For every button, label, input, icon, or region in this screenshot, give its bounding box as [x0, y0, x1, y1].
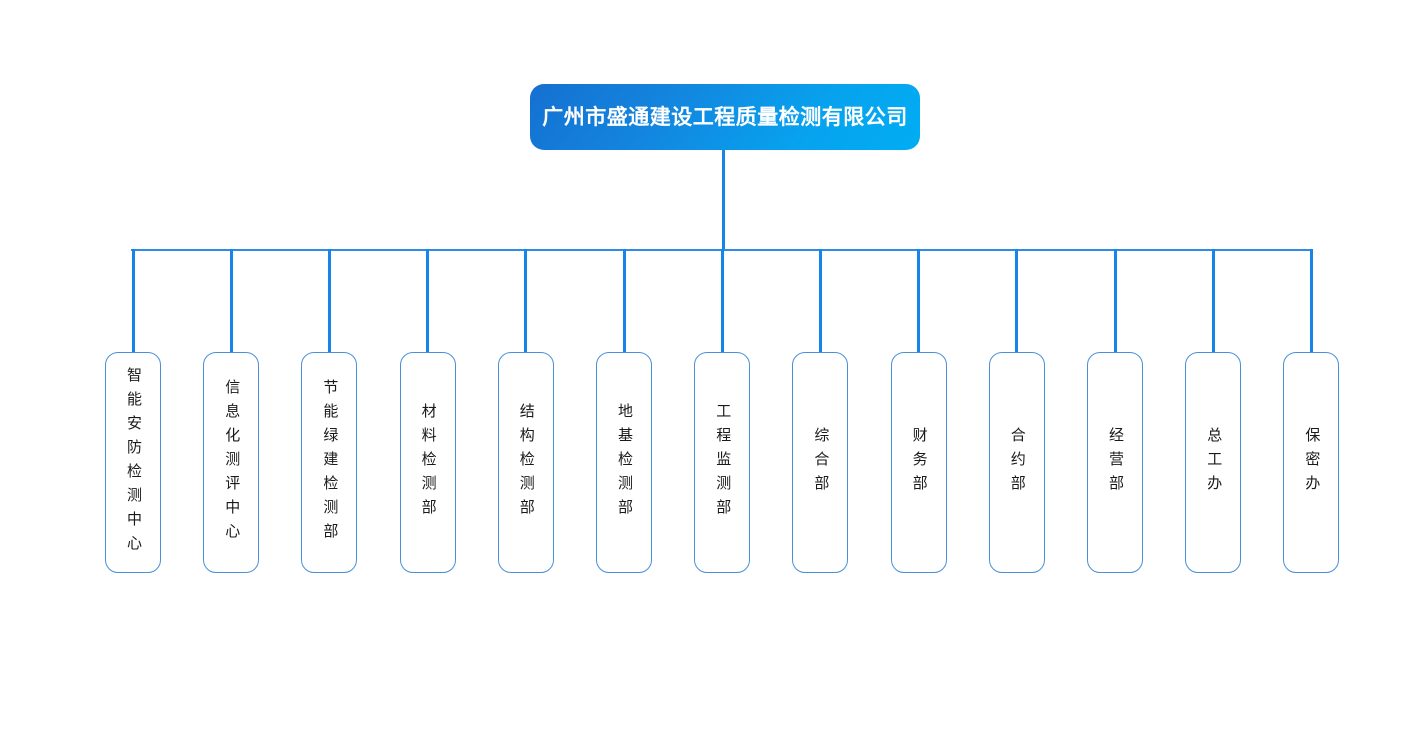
department-label: 综合部: [812, 426, 830, 499]
department-node[interactable]: 经营部: [1087, 352, 1143, 573]
connector-drop-10: [1015, 249, 1019, 352]
connector-drop-7: [720, 249, 724, 352]
connector-drop-12: [1211, 249, 1215, 352]
department-node[interactable]: 总工办: [1185, 352, 1242, 573]
connector-drop-2: [229, 249, 233, 352]
connector-root-stem: [722, 150, 725, 251]
department-node[interactable]: 材料检测部: [399, 352, 456, 573]
connector-drop-9: [917, 249, 921, 352]
connector-drop-1: [131, 249, 135, 352]
department-label: 财务部: [910, 426, 928, 499]
connector-drop-6: [622, 249, 626, 352]
department-node[interactable]: 信息化测评中心: [203, 352, 260, 573]
root-node-label: 广州市盛通建设工程质量检测有限公司: [542, 105, 908, 129]
connector-drop-13: [1309, 249, 1313, 352]
department-node[interactable]: 智能安防检测中心: [105, 352, 161, 573]
department-label: 工程监测部: [714, 402, 732, 523]
department-node[interactable]: 保密办: [1283, 352, 1340, 573]
department-label: 经营部: [1107, 426, 1124, 499]
department-node[interactable]: 工程监测部: [694, 352, 751, 573]
department-label: 地基检测部: [616, 402, 633, 523]
department-node[interactable]: 合约部: [988, 352, 1045, 573]
department-label: 智能安防检测中心: [125, 366, 142, 559]
department-node[interactable]: 地基检测部: [596, 352, 652, 573]
department-label: 信息化测评中心: [223, 378, 241, 547]
connector-drop-8: [818, 249, 822, 352]
connector-drop-11: [1113, 249, 1117, 352]
department-label: 保密办: [1303, 426, 1321, 499]
department-label: 材料检测部: [419, 402, 437, 523]
department-label: 结构检测部: [517, 402, 535, 523]
root-node-company[interactable]: 广州市盛通建设工程质量检测有限公司: [530, 84, 920, 150]
department-node[interactable]: 结构检测部: [497, 352, 554, 573]
connector-drop-4: [426, 249, 430, 352]
department-node[interactable]: 财务部: [890, 352, 947, 573]
department-label: 合约部: [1008, 426, 1026, 499]
connector-drop-5: [524, 249, 528, 352]
connector-drop-3: [327, 249, 331, 352]
department-node[interactable]: 节能绿建检测部: [301, 352, 358, 573]
department-label: 总工办: [1205, 426, 1223, 499]
department-node[interactable]: 综合部: [792, 352, 849, 573]
department-label: 节能绿建检测部: [321, 378, 339, 547]
